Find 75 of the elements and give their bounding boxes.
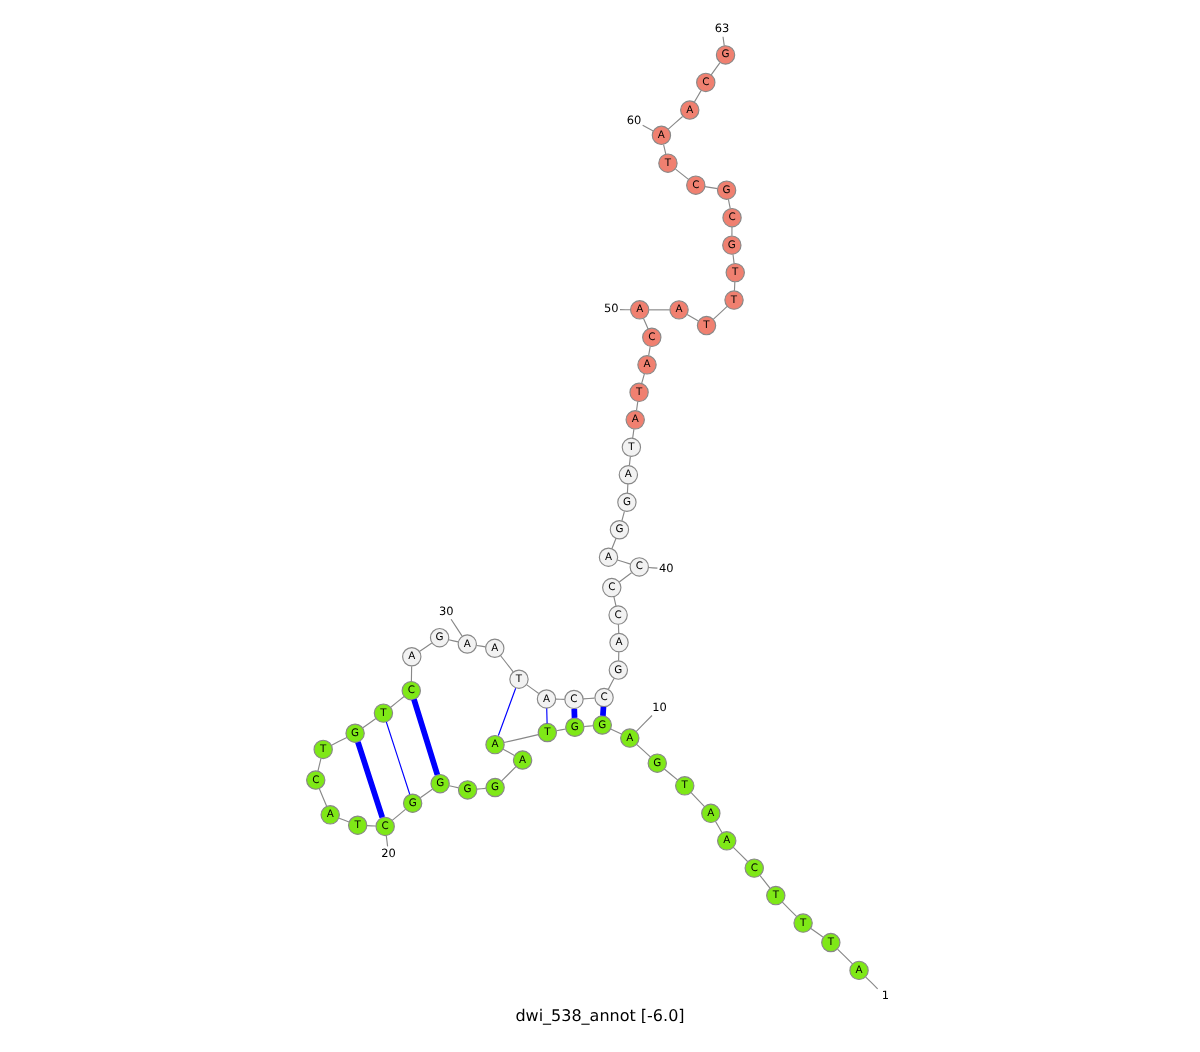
connector (497, 687, 517, 737)
connector (582, 697, 596, 700)
connector (476, 644, 487, 648)
connector (641, 373, 645, 384)
connector (686, 313, 699, 322)
connector (385, 835, 389, 847)
connector (712, 305, 728, 320)
connector (338, 817, 350, 823)
connector (583, 725, 594, 728)
connector (546, 707, 548, 724)
connector (355, 741, 385, 819)
connector (704, 186, 719, 190)
connector (810, 927, 824, 938)
connector (731, 226, 733, 237)
connector (648, 309, 671, 311)
connector (837, 948, 854, 965)
connector (693, 90, 702, 103)
connector (476, 787, 487, 790)
connector (642, 318, 649, 330)
connector (732, 253, 735, 264)
connector (710, 62, 721, 76)
connector (618, 572, 633, 583)
connector (626, 483, 629, 494)
connector (674, 168, 690, 180)
connector (727, 198, 731, 210)
connector (317, 757, 322, 772)
connector (636, 743, 651, 758)
connector (500, 655, 514, 673)
connector (781, 901, 798, 917)
connector (390, 695, 405, 708)
connector (362, 717, 377, 729)
connector (618, 651, 620, 662)
connector (616, 559, 632, 565)
connector (635, 401, 639, 412)
connector (555, 698, 566, 700)
connector (865, 976, 879, 990)
connector (648, 346, 651, 357)
connector (610, 728, 622, 735)
connector (366, 825, 377, 827)
connector (501, 766, 517, 782)
connector (419, 788, 434, 799)
connector (628, 456, 631, 467)
connector (418, 642, 433, 653)
connector (571, 708, 578, 718)
connector (385, 721, 411, 795)
connector (600, 706, 607, 716)
connector (391, 808, 406, 821)
connector (635, 714, 653, 732)
connector (318, 788, 328, 807)
connector (663, 768, 679, 781)
connector (617, 623, 620, 634)
connector (503, 734, 539, 744)
connector (448, 639, 459, 643)
connector (613, 596, 617, 607)
connector (411, 698, 441, 776)
connector (621, 510, 625, 522)
connector (632, 428, 635, 439)
connector (525, 684, 540, 695)
connector (555, 728, 567, 732)
connector (642, 124, 654, 132)
connector (714, 820, 723, 834)
connector (450, 618, 463, 637)
connector (667, 115, 684, 130)
connector (722, 36, 725, 47)
connector (759, 875, 771, 889)
connector (611, 537, 617, 550)
connector (690, 792, 706, 808)
connector (502, 748, 515, 757)
connector (663, 143, 667, 155)
connector (733, 281, 736, 292)
connector (448, 785, 460, 789)
connector (607, 677, 615, 690)
connector (732, 846, 749, 863)
connector (331, 736, 348, 746)
connector (648, 566, 658, 569)
